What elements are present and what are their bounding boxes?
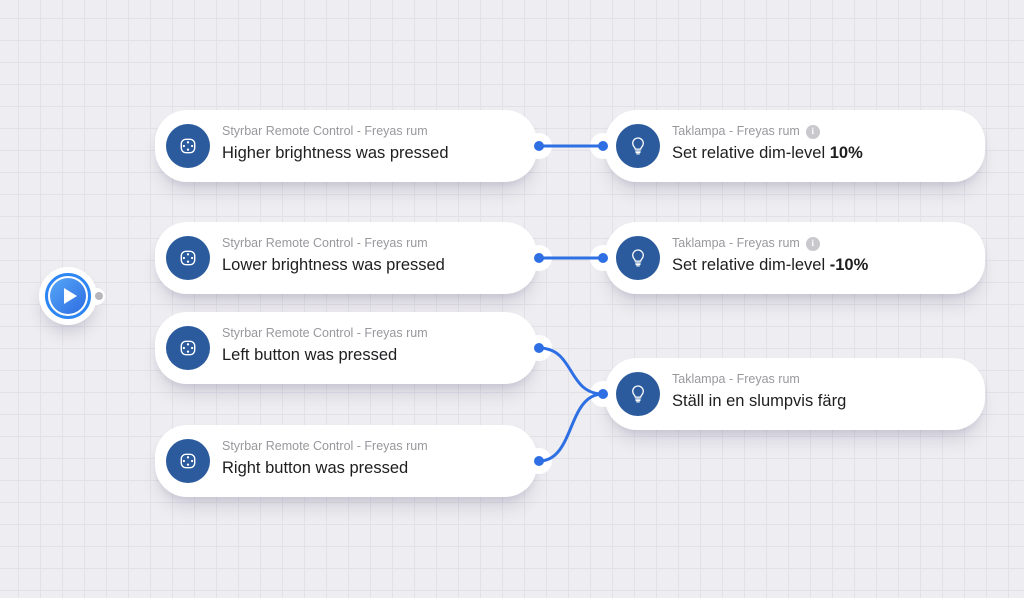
card-trigger-label: Right button was pressed [222,459,409,477]
action-card-dim-down[interactable]: Taklampa - Freyas rum i Set relative dim… [590,222,985,294]
wire-right-to-random-color [538,392,604,463]
info-icon[interactable]: i [805,236,820,251]
play-icon [63,288,77,304]
card-trigger-label: Lower brightness was pressed [222,256,445,274]
trigger-card-lower-brightness[interactable]: Styrbar Remote Control - Freyas rum Lowe… [155,222,552,294]
card-action-label: Ställ in en slumpvis färg [672,392,847,410]
lightbulb-icon [616,372,660,416]
card-action-label: Set relative dim-level 10% [672,144,863,162]
trigger-card-left-button[interactable]: Styrbar Remote Control - Freyas rum Left… [155,312,552,384]
card-trigger-label: Left button was pressed [222,346,398,364]
card-device-title: Taklampa - Freyas rum i [672,123,969,140]
lightbulb-icon [616,236,660,280]
remote-control-icon [166,236,210,280]
play-button[interactable] [50,278,86,314]
card-device-title: Styrbar Remote Control - Freyas rum [222,439,428,453]
card-device-title: Taklampa - Freyas rum [672,372,800,386]
card-action-label: Set relative dim-level -10% [672,256,869,274]
remote-control-icon [166,439,210,483]
play-node-output-dot[interactable] [95,292,103,300]
card-trigger-label: Higher brightness was pressed [222,144,449,162]
remote-control-icon [166,326,210,370]
card-device-title: Taklampa - Freyas rum i [672,235,969,252]
play-button-ring [45,273,91,319]
trigger-card-higher-brightness[interactable]: Styrbar Remote Control - Freyas rum High… [155,110,552,182]
trigger-card-right-button[interactable]: Styrbar Remote Control - Freyas rum Righ… [155,425,552,497]
card-device-title: Styrbar Remote Control - Freyas rum [222,236,428,250]
card-device-title: Styrbar Remote Control - Freyas rum [222,326,428,340]
action-card-dim-up[interactable]: Taklampa - Freyas rum i Set relative dim… [590,110,985,182]
card-device-title: Styrbar Remote Control - Freyas rum [222,124,428,138]
remote-control-icon [166,124,210,168]
lightbulb-icon [616,124,660,168]
info-icon[interactable]: i [805,124,820,139]
action-card-random-color[interactable]: Taklampa - Freyas rum Ställ in en slumpv… [590,358,985,430]
